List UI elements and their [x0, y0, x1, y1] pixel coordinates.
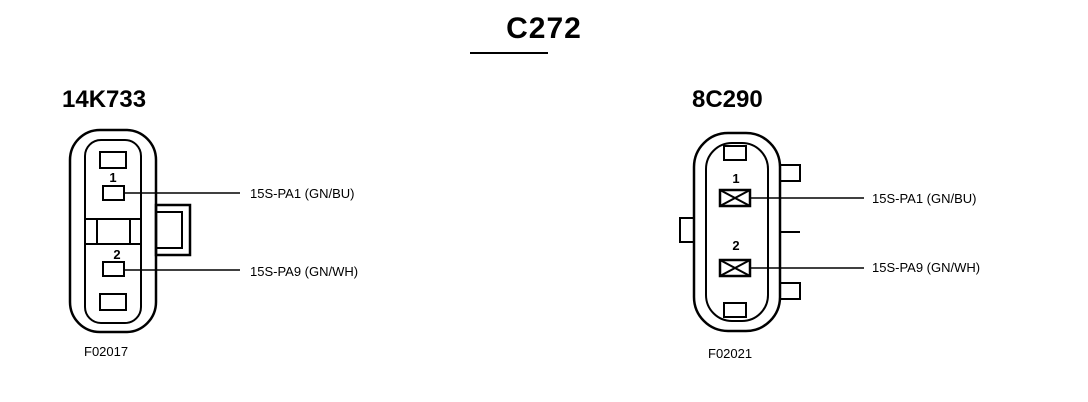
- wire-label-right-pin1: 15S-PA1 (GN/BU): [872, 191, 977, 206]
- connector-body-right: [679, 131, 801, 333]
- connector-body-left: [68, 128, 192, 334]
- figure-id-right: F02021: [708, 346, 753, 361]
- connector-name-right: 8C290: [692, 86, 763, 113]
- pin-number-right-1: 1: [732, 171, 739, 186]
- connector-name-left: 14K733: [62, 86, 147, 113]
- figure-id-left: F02017: [84, 344, 129, 359]
- title-underline: [470, 52, 548, 54]
- wire-label-left-pin2: 15S-PA9 (GN/WH): [250, 264, 359, 279]
- wire-label-right-pin2: 15S-PA9 (GN/WH): [872, 260, 981, 275]
- pin-cavity-right-2: [718, 258, 752, 278]
- pin-number-left-1: 1: [109, 170, 116, 185]
- pin-cavity-left-2: [102, 261, 125, 277]
- pin-number-right-2: 2: [732, 238, 739, 253]
- pin-cavity-right-1: [718, 188, 752, 208]
- pin-cavity-left-1: [102, 185, 125, 201]
- wire-label-left-pin1: 15S-PA1 (GN/BU): [250, 186, 355, 201]
- pin-number-left-2: 2: [113, 247, 120, 262]
- diagram-title: C272: [506, 12, 582, 45]
